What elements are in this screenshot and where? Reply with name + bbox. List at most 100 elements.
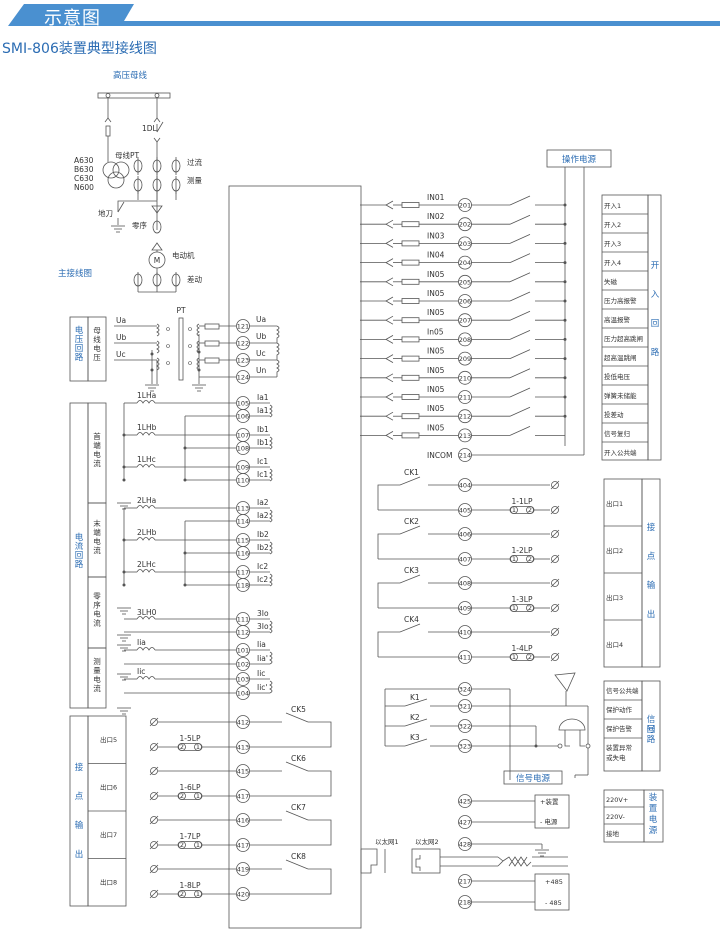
terminal-number: 425 [459, 798, 471, 806]
external-terminal-icon [550, 554, 560, 564]
label-char: 母 [93, 326, 101, 335]
plate-pin [510, 506, 518, 514]
terminal-slash [550, 578, 560, 588]
junction-dot [563, 318, 567, 322]
junction-dot [563, 395, 567, 399]
plate-label: 1-2LP [512, 546, 533, 555]
current-terminal: 118 [236, 578, 250, 592]
operating-power-box [546, 149, 612, 168]
voltage-terminal: 123 [236, 353, 250, 367]
junction-dot [563, 222, 567, 226]
input-terminal: 204 [458, 255, 472, 270]
bus-tap [105, 93, 111, 98]
left-output-contact-icon [285, 859, 309, 870]
output-terminal: 408 [458, 576, 472, 590]
label-char: 装 [649, 792, 658, 803]
zero-seq-ct-icon [152, 220, 162, 234]
current-terminal-label: Iia' [257, 654, 268, 663]
terminal-number: 116 [237, 550, 249, 558]
contact-label: CK7 [291, 803, 306, 812]
optocoupler-icon [385, 392, 394, 402]
label-char: 序 [93, 600, 101, 610]
input-terminal: 208 [458, 332, 472, 347]
ct-coil-icon [136, 616, 156, 620]
terminal-slash [149, 717, 159, 727]
label-char: 接 [647, 522, 656, 533]
relay-contact-label: K2 [410, 713, 420, 722]
power-supply-box [534, 794, 570, 829]
left-output-desc: 出口5 [100, 735, 117, 744]
voltage-terminal: 122 [236, 336, 250, 350]
label-char: 流 [93, 683, 101, 693]
label-char: 接 [75, 762, 84, 773]
signal-contact-icon [404, 718, 428, 727]
relay-contact-label: K1 [410, 693, 420, 702]
label-char: 流 [93, 618, 101, 628]
label-char: 线 [93, 334, 101, 344]
ground-icon [117, 673, 131, 681]
signal-group-label: 信号 [647, 714, 656, 735]
label-char: 量 [93, 666, 101, 675]
optocoupler-icon [385, 258, 394, 267]
plate-pin [526, 653, 534, 661]
input-name: IN05 [427, 270, 445, 279]
junction-dot [122, 465, 126, 469]
terminal-number: 407 [459, 556, 471, 564]
terminal-number: 203 [459, 240, 471, 248]
measure-label: 测量 [187, 176, 202, 185]
ct-label: Iic [137, 667, 145, 676]
terminal-slash [149, 840, 159, 850]
ground-icon [117, 707, 131, 715]
input-desc: 开入2 [604, 221, 621, 229]
cable-head-icon [151, 205, 163, 214]
current-terminal-label: Ib1 [257, 438, 269, 447]
current-terminal: 104 [236, 686, 250, 700]
current-terminal-label: Iia [257, 640, 266, 649]
label-char: 点 [75, 792, 84, 802]
terminal-number: 217 [459, 878, 471, 886]
current-terminal: 103 [236, 672, 250, 686]
label-char: 路 [75, 559, 84, 570]
terminal-number: 404 [459, 482, 471, 490]
power-label: - 电源 [540, 817, 558, 826]
junction-dot [183, 478, 187, 482]
operating-power-label: 操作电源 [562, 154, 597, 165]
voltage-terminal: 124 [236, 370, 250, 384]
external-terminal-icon [550, 505, 560, 515]
plate-pin [178, 890, 186, 898]
signal-terminal: 323 [458, 739, 472, 753]
terminal-number: 110 [237, 477, 249, 485]
label-char: 流 [75, 541, 84, 552]
junction-dot [563, 299, 567, 303]
signal-desc: 装置异常 [606, 743, 632, 752]
terminal-number: 104 [237, 690, 249, 698]
differential-label: 差动 [187, 274, 202, 284]
plate-pin [526, 604, 534, 612]
output-contact-icon [377, 623, 421, 657]
input-desc: 投差动 [604, 410, 624, 419]
terminal-number: 108 [237, 445, 249, 453]
terminal-slash [550, 480, 560, 490]
input-contact-icon [509, 214, 531, 225]
voltage-sub-box [87, 316, 107, 382]
current-terminal-label: Ia2 [257, 511, 269, 520]
plate-pin [194, 890, 202, 898]
external-terminal-icon [550, 480, 560, 490]
input-contact-icon [509, 406, 531, 417]
input-name: IN05 [427, 385, 445, 394]
label-char: 电 [649, 814, 658, 825]
input-name: IN05 [427, 289, 445, 298]
plug-icon [153, 117, 161, 123]
pt-secondary-winding-icon [196, 357, 200, 371]
contact-label: CK5 [291, 705, 306, 714]
pt-winding [102, 161, 120, 179]
junction-dot [183, 583, 187, 587]
junction-dot [197, 368, 201, 372]
current-terminal: 112 [236, 625, 250, 639]
optocoupler-icon [385, 239, 394, 248]
wire [249, 819, 332, 846]
section-title: 示意图 [44, 8, 101, 29]
